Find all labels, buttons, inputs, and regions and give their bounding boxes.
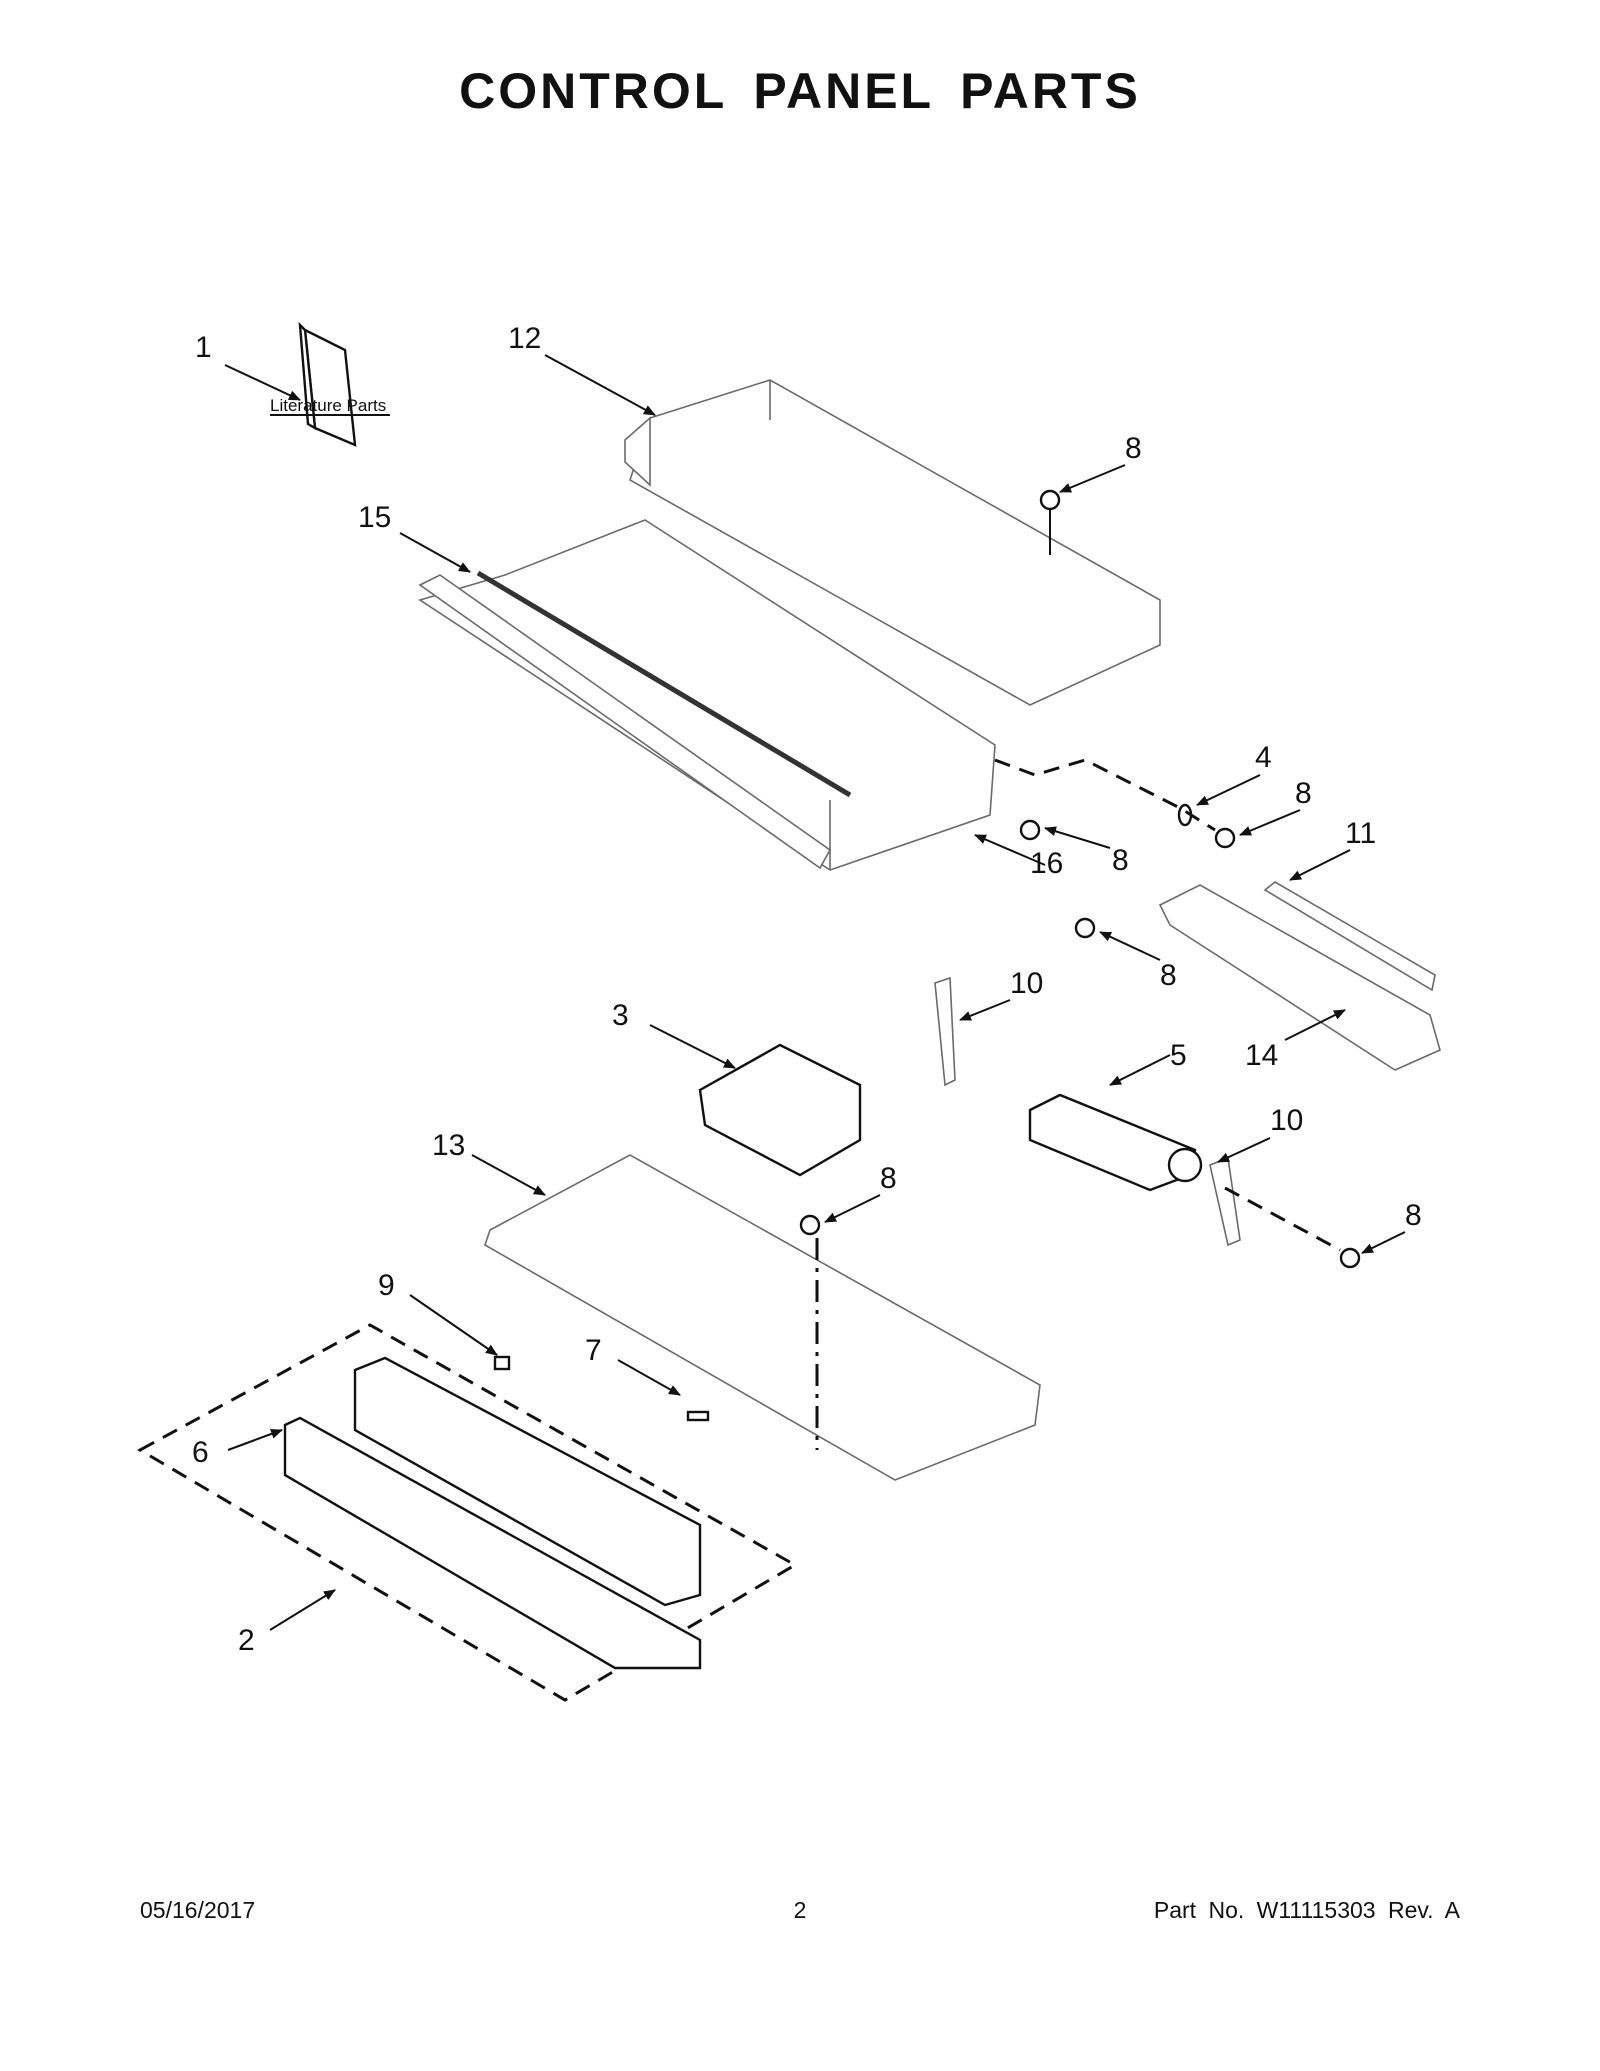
callout-11: 11 <box>1345 817 1376 850</box>
callout-16: 16 <box>1030 847 1063 880</box>
callout-1: 1 <box>195 331 212 364</box>
callout-7: 7 <box>585 1334 602 1367</box>
strip-part <box>476 570 852 798</box>
callout-12: 12 <box>508 322 541 355</box>
gasket-strip-part <box>1263 881 1436 992</box>
callout-14: 14 <box>1245 1039 1278 1072</box>
screw-8-lower <box>1224 1186 1361 1269</box>
literature-booklet-part <box>270 321 390 447</box>
screw-path-line <box>994 758 1216 832</box>
callout-arrows <box>224 354 1406 1631</box>
callout-10-upper: 10 <box>1010 967 1043 1000</box>
sensor-part-7 <box>686 1410 710 1422</box>
callout-13: 13 <box>432 1129 465 1162</box>
panel-tray-part <box>418 519 996 871</box>
mounting-plate-part <box>484 1154 1041 1481</box>
callout-3: 3 <box>612 999 629 1032</box>
bracket-10-lower <box>1209 1156 1241 1247</box>
bracket-10-upper <box>934 976 956 1087</box>
page-title: CONTROL PANEL PARTS <box>459 63 1141 119</box>
screw-8-right <box>1214 827 1236 849</box>
screw-8-plate <box>799 1214 821 1450</box>
literature-parts-label: Literature Parts <box>270 396 386 415</box>
footer-page-number: 2 <box>793 1897 807 1923</box>
callout-4: 4 <box>1255 741 1272 774</box>
glass-panel-part <box>283 1416 702 1670</box>
fan-bracket-part <box>1158 884 1441 1071</box>
footer-part-number: Part No. W11115303 Rev. A <box>1153 1897 1460 1923</box>
console-panel-part <box>353 1356 702 1607</box>
top-cover-part <box>624 379 1161 706</box>
switch-part-9 <box>493 1355 511 1371</box>
screw-8-top <box>1039 489 1061 555</box>
screw-8-bracket <box>1074 917 1096 939</box>
callout-8-right: 8 <box>1295 777 1312 810</box>
control-board-part <box>698 1043 862 1177</box>
callout-15: 15 <box>358 501 391 534</box>
screw-8-tray <box>1019 819 1041 841</box>
callout-8-top: 8 <box>1125 432 1142 465</box>
control-panel-assembly-outline <box>136 1323 799 1702</box>
blower-fan-part <box>1028 1093 1203 1192</box>
callout-10-lower: 10 <box>1270 1104 1303 1137</box>
callout-2: 2 <box>238 1624 255 1657</box>
callout-8-plate: 8 <box>880 1162 897 1195</box>
callout-8-lower: 8 <box>1405 1199 1422 1232</box>
footer-date: 05/16/2017 <box>140 1897 256 1923</box>
callout-9: 9 <box>378 1269 395 1302</box>
callout-8-bracket: 8 <box>1160 959 1177 992</box>
callout-8-tray: 8 <box>1112 844 1129 877</box>
callout-6: 6 <box>192 1436 209 1469</box>
callout-5: 5 <box>1170 1039 1187 1072</box>
